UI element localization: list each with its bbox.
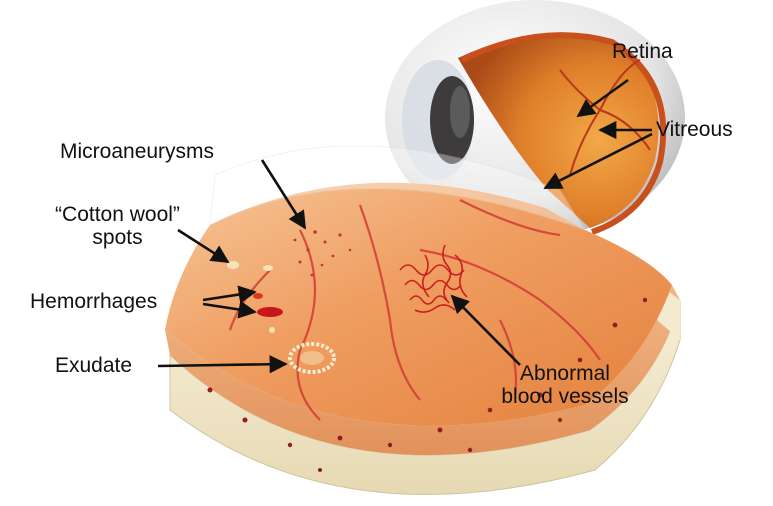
label-exudate: Exudate (55, 354, 132, 377)
label-retina: Retina (612, 40, 673, 63)
label-cotton-wool-line2: spots (40, 226, 195, 249)
label-microaneurysms: Microaneurysms (60, 140, 214, 163)
label-hemorrhages: Hemorrhages (30, 290, 157, 313)
lens-highlight (450, 86, 470, 138)
label-abnormal-line1: Abnormal (490, 362, 640, 385)
label-vitreous: Vitreous (656, 118, 733, 141)
label-cotton-wool-spots: “Cotton wool” spots (40, 203, 195, 249)
label-abnormal-line2: blood vessels (490, 385, 640, 408)
label-cotton-wool-line1: “Cotton wool” (40, 203, 195, 226)
label-abnormal-blood-vessels: Abnormal blood vessels (490, 362, 640, 408)
